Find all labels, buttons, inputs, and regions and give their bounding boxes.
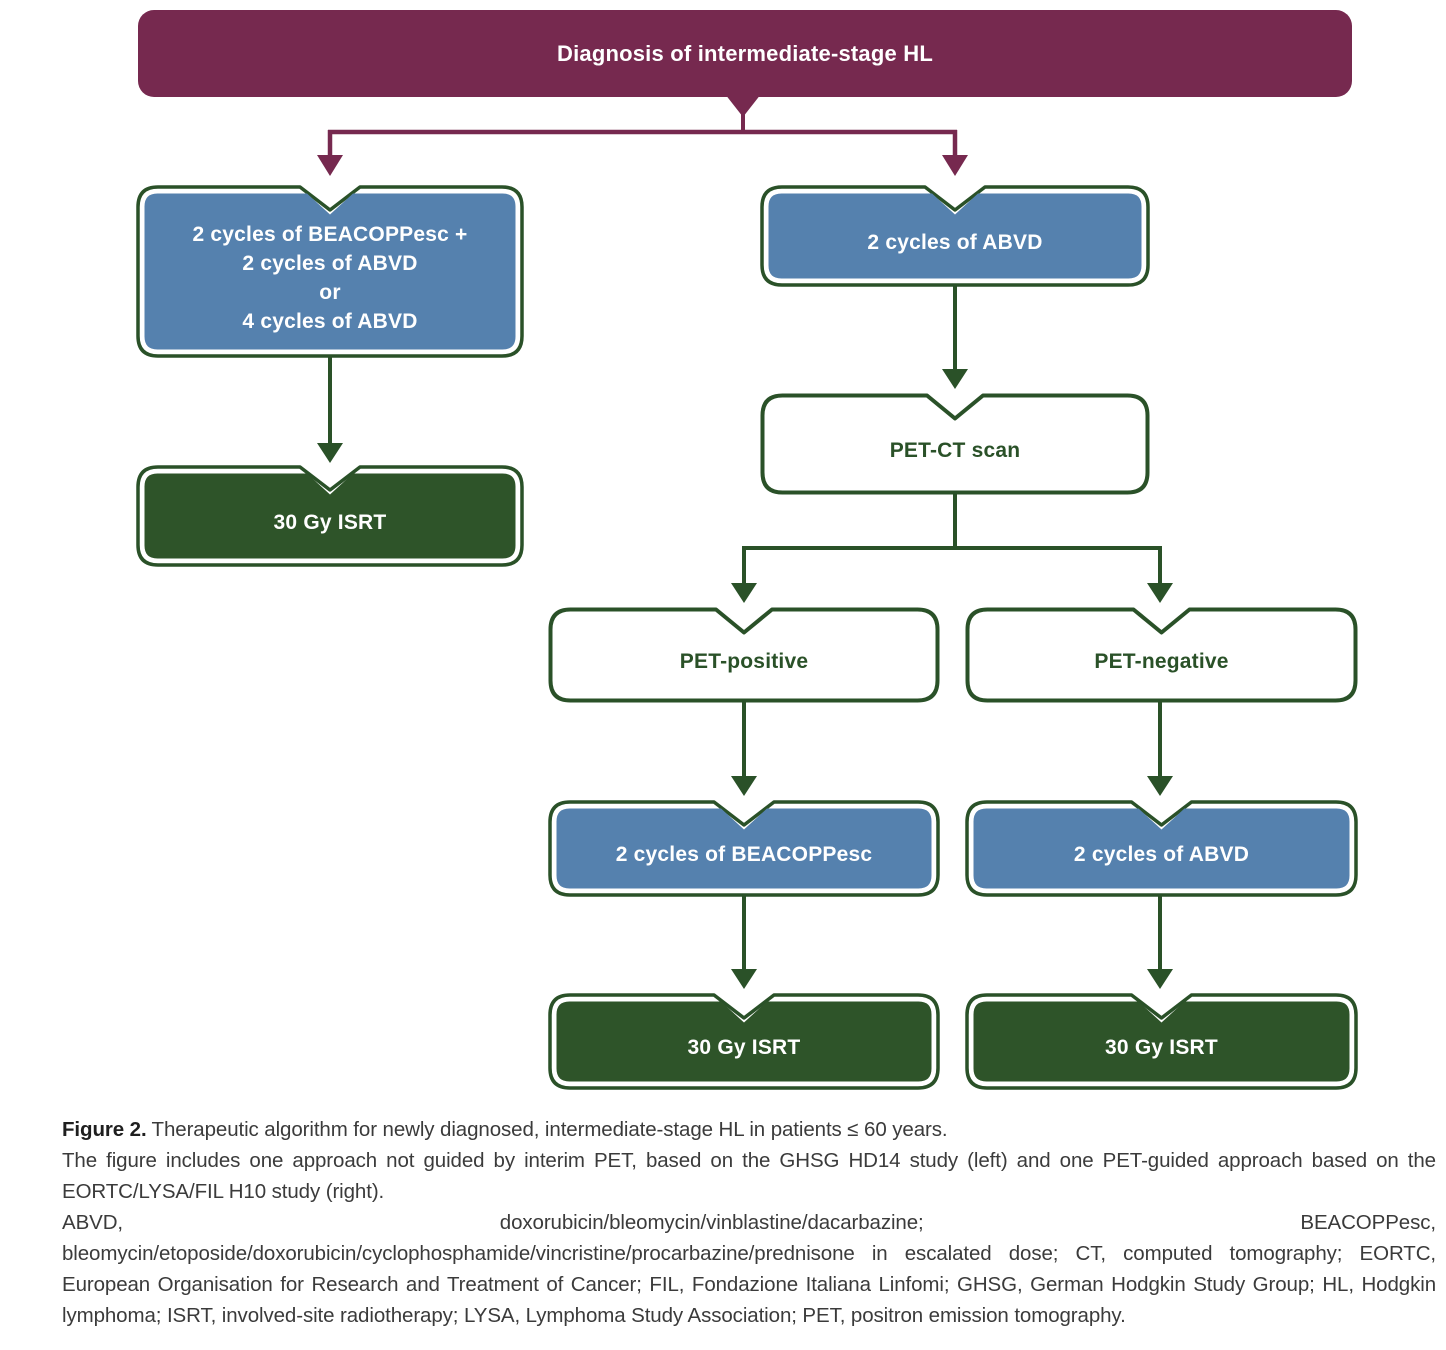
node-shape — [965, 993, 1358, 1090]
node-pet-negative-isrt-label: 30 Gy ISRT — [1105, 1036, 1218, 1059]
node-pet-negative-label: PET-negative — [1094, 649, 1229, 673]
maroon-connectors — [317, 94, 968, 176]
connector-layer — [317, 94, 1173, 989]
arrowhead — [731, 583, 757, 603]
node-pet-positive-label: PET-positive — [679, 649, 809, 673]
node-shape — [548, 800, 940, 897]
node-ghsg-chemo-label: 2 cycles of BEACOPPesc + 2 cycles of ABV… — [136, 185, 524, 358]
node-ghsg-isrt-label: 30 Gy ISRT — [273, 510, 387, 534]
node-shape — [548, 607, 940, 703]
node-pet-positive-chemo: 2 cycles of BEACOPPesc — [548, 800, 940, 897]
node-pet-positive-isrt-label: 30 Gy ISRT — [687, 1036, 801, 1059]
node-pet-negative-isrt: 30 Gy ISRT — [965, 993, 1358, 1090]
node-ghsg-isrt: 30 Gy ISRT — [136, 465, 524, 567]
arrowhead — [1147, 776, 1173, 796]
node-ghsg-chemo: 2 cycles of BEACOPPesc + 2 cycles of ABV… — [136, 185, 524, 358]
arrowhead — [731, 969, 757, 989]
arrowhead — [1147, 583, 1173, 603]
chemo-line: 2 cycles of BEACOPPesc + — [192, 222, 468, 246]
node-shape — [965, 607, 1358, 703]
figure-caption: Figure 2.Therapeutic algorithm for newly… — [62, 1114, 1436, 1331]
arrowhead — [317, 155, 343, 176]
node-shape — [548, 993, 940, 1090]
node-shape — [760, 185, 1150, 287]
chemo-line: 4 cycles of ABVD — [242, 309, 418, 333]
node-shape — [760, 393, 1150, 495]
node-abvd-initial-label: 2 cycles of ABVD — [867, 230, 1043, 254]
node-abvd-initial: 2 cycles of ABVD — [760, 185, 1150, 287]
arrowhead — [731, 776, 757, 796]
caption-figure-label: Figure 2. — [62, 1118, 147, 1141]
node-pet-positive-isrt: 30 Gy ISRT — [548, 993, 940, 1090]
caption-title: Figure 2.Therapeutic algorithm for newly… — [62, 1114, 1436, 1145]
node-diagnosis: Diagnosis of intermediate-stage HL — [138, 10, 1352, 97]
arrowhead — [942, 155, 968, 176]
node-pet-ct-scan: PET-CT scan — [760, 393, 1150, 495]
node-shape — [136, 185, 524, 358]
node-pet-ct-scan-label: PET-CT scan — [889, 438, 1021, 462]
node-pet-negative-chemo-label: 2 cycles of ABVD — [1073, 843, 1250, 866]
node-pet-positive: PET-positive — [548, 607, 940, 703]
arrowhead — [317, 443, 343, 463]
node-diagnosis-label: Diagnosis of intermediate-stage HL — [557, 40, 933, 66]
arrowhead — [942, 369, 968, 389]
green-connectors — [317, 285, 1173, 989]
caption-description: The figure includes one approach not gui… — [62, 1149, 1436, 1203]
node-shape — [965, 800, 1358, 897]
node-pet-negative: PET-negative — [965, 607, 1358, 703]
chemo-line: or — [319, 280, 341, 304]
node-pet-negative-chemo: 2 cycles of ABVD — [965, 800, 1358, 897]
chemo-line: 2 cycles of ABVD — [242, 251, 418, 275]
caption-title-text: Therapeutic algorithm for newly diagnose… — [151, 1118, 948, 1141]
arrowhead — [1147, 969, 1173, 989]
caption-abbreviations: ABVD, doxorubicin/bleomycin/vinblastine/… — [62, 1211, 1436, 1327]
node-pet-positive-chemo-label: 2 cycles of BEACOPPesc — [615, 843, 873, 866]
node-shape — [136, 465, 524, 567]
